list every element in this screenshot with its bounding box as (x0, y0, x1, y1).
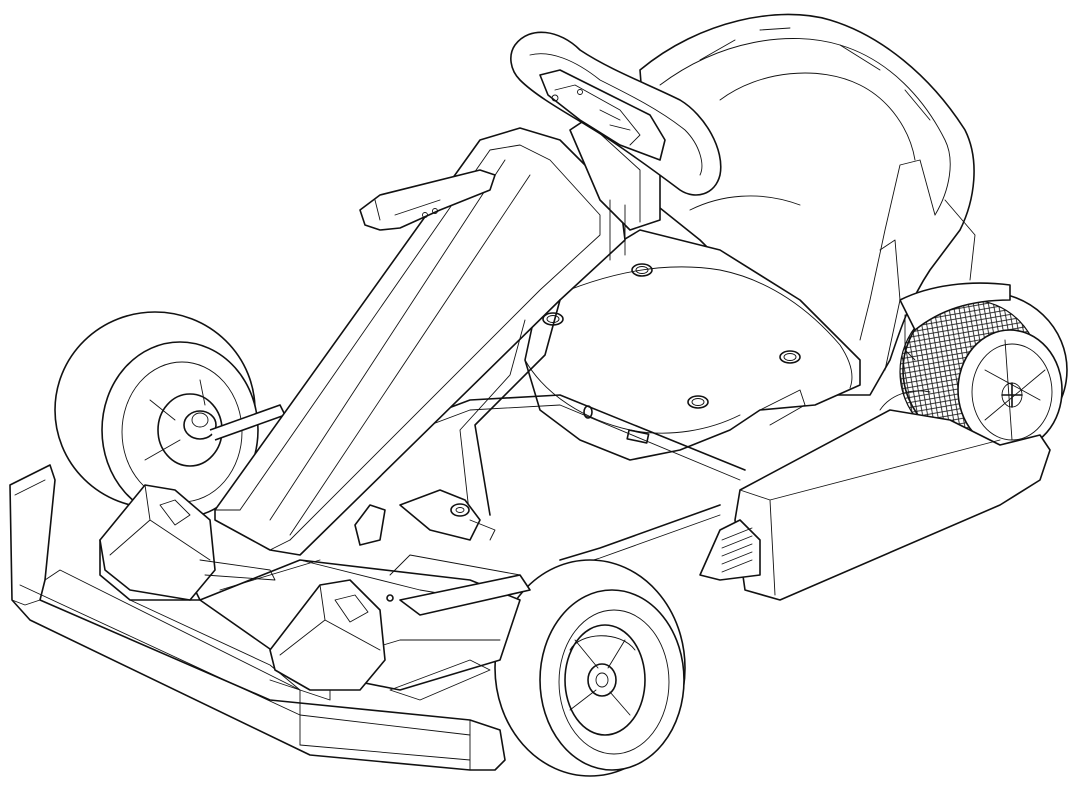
front-right-wheel (494, 559, 686, 777)
left-armrest (359, 169, 496, 231)
front-left-wheel (54, 311, 286, 519)
central-beam (214, 127, 626, 556)
right-pedal (269, 579, 394, 691)
seat (639, 13, 976, 396)
chassis-deck (524, 229, 861, 461)
right-side-pod (699, 282, 1051, 601)
left-pedal (99, 484, 276, 601)
front-knuckle (399, 489, 496, 541)
steering-wheel (510, 31, 722, 196)
rear-right-wheel (899, 291, 1068, 451)
